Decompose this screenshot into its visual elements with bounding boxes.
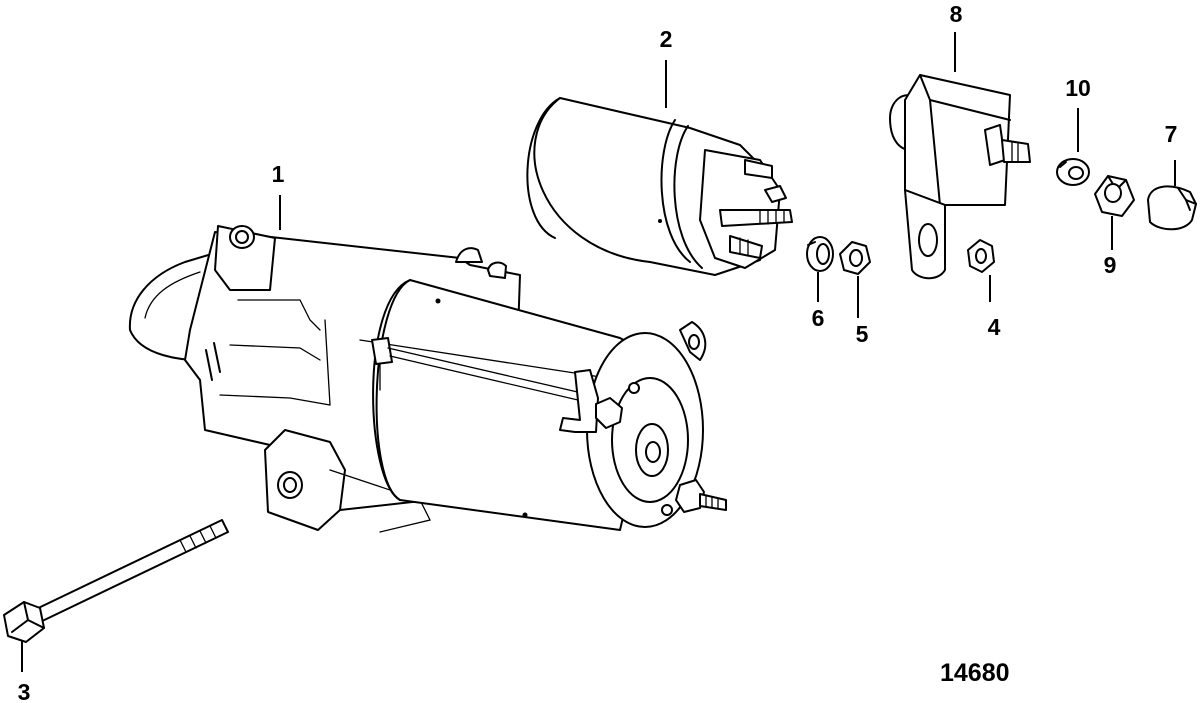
hex-nut-icon	[839, 241, 871, 275]
callout-2: 2	[660, 26, 673, 52]
callout-9: 9	[1104, 252, 1117, 278]
bolt-icon	[3, 519, 229, 643]
callout-7: 7	[1165, 121, 1178, 147]
callout-6: 6	[812, 305, 825, 331]
callout-3: 3	[18, 679, 31, 703]
hex-nut-icon	[1094, 175, 1135, 217]
lock-washer-icon	[806, 236, 834, 272]
hex-nut-icon	[967, 239, 995, 273]
terminal-cap-icon	[1147, 185, 1197, 231]
solenoid-icon	[526, 97, 793, 276]
terminal-block-icon	[889, 74, 1031, 280]
callout-10: 10	[1065, 75, 1091, 101]
callout-8: 8	[950, 1, 963, 27]
callout-1: 1	[272, 161, 285, 187]
leader-lines	[21, 32, 1176, 672]
starter-motor-icon	[128, 225, 727, 533]
callout-5: 5	[856, 321, 869, 347]
callout-4: 4	[988, 314, 1001, 340]
lock-washer-icon	[1056, 158, 1090, 186]
figure-number: 14680	[940, 659, 1010, 687]
